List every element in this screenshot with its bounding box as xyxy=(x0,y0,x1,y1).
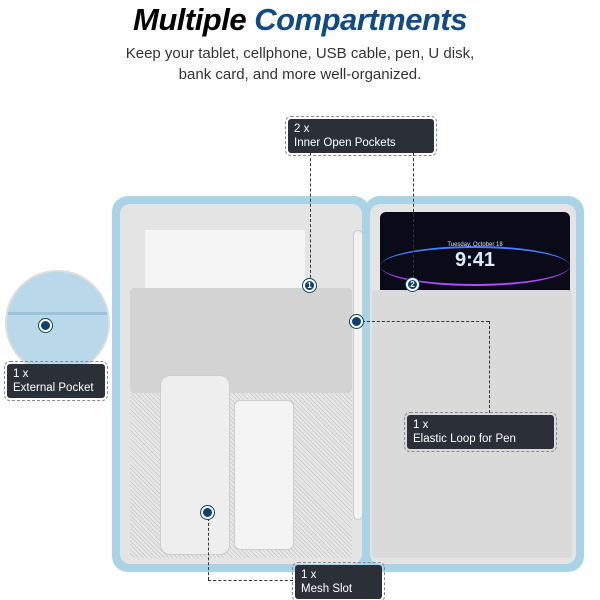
external-pocket-zoom xyxy=(5,270,110,375)
marker-external-pocket xyxy=(39,319,52,332)
page-title: Multiple Compartments xyxy=(133,2,467,37)
marker-1: 1 xyxy=(303,279,316,292)
subtitle: Keep your tablet, cellphone, USB cable, … xyxy=(125,45,475,83)
marker-pen-loop xyxy=(350,315,363,328)
leader-line xyxy=(310,153,311,283)
leader-line xyxy=(208,518,209,580)
leader-line xyxy=(208,580,293,581)
leader-line xyxy=(413,153,414,283)
tablet-time: 9:41 xyxy=(454,249,496,271)
phone xyxy=(160,375,230,555)
tablet-date: Tuesday, October 18 xyxy=(447,242,503,248)
pen xyxy=(353,230,363,520)
marker-2: 2 xyxy=(406,278,419,291)
marker-mesh-slot xyxy=(201,506,214,519)
document-sheet xyxy=(145,230,305,290)
power-bank xyxy=(234,400,294,550)
leader-line xyxy=(362,321,489,322)
leader-line xyxy=(489,321,490,413)
